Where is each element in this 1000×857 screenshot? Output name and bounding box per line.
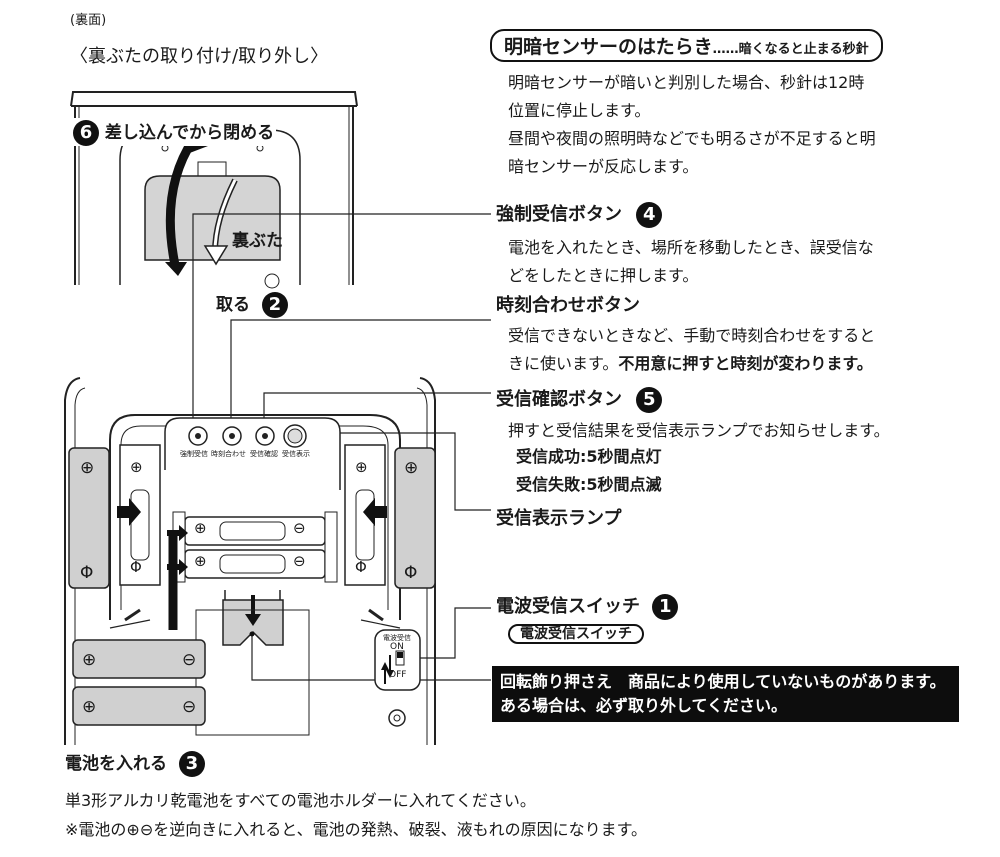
step2-number: 2 xyxy=(261,292,288,318)
step3-number: 3 xyxy=(178,751,205,777)
holder-plus-left: ⊕ xyxy=(130,458,143,476)
radio-switch-tag: 電波受信 xyxy=(383,634,411,642)
radio-switch-pill-label: 電波受信スイッチ xyxy=(508,624,644,644)
notice-line: ある場合は、必ず取り外してください。 xyxy=(500,696,788,715)
panel-button-label-force: 強制受信 xyxy=(180,450,208,458)
sensor-subtitle: ……暗くなると止まる秒針 xyxy=(712,42,869,57)
force-receive-heading: 強制受信ボタン 4 xyxy=(496,200,663,228)
notice-bar: 回転飾り押さえ 商品により使用していないものがあります。 ある場合は、必ず取り外… xyxy=(492,666,959,722)
step1-number: 1 xyxy=(652,594,679,620)
inserted-plus-2: ⊕ xyxy=(194,552,207,570)
inserted-minus-1: ⊖ xyxy=(293,519,306,537)
cover-label: 裏ぶた xyxy=(232,231,283,251)
battery-plus-right: ⊕ xyxy=(404,458,419,478)
battery-minus-right: Φ xyxy=(404,563,418,583)
panel-button-label-time: 時刻合わせ xyxy=(211,450,246,458)
remove-instruction: 取る 2 xyxy=(216,290,288,318)
battery-warning: ※電池の⊕⊖を逆向きに入れると、電池の発熱、破裂、液もれの原因になります。 xyxy=(65,820,647,839)
panel-button-label-lamp: 受信表示 xyxy=(282,450,310,458)
cover-heading: 〈裏ぶたの取り付け/取り外し〉 xyxy=(70,46,329,67)
panel-button-label-check: 受信確認 xyxy=(250,450,278,458)
clock-back-diagram xyxy=(64,213,491,745)
notice-line: 回転飾り押さえ 商品により使用していないものがあります。 xyxy=(500,672,946,691)
time-set-warning: 不用意に押すと時刻が変わります。 xyxy=(618,354,873,373)
battery-description: 単3形アルカリ乾電池をすべての電池ホルダーに入れてください。 xyxy=(65,791,536,810)
radio-switch-heading: 電波受信スイッチ 1 xyxy=(496,592,679,620)
battery-plus-left: ⊕ xyxy=(80,458,95,478)
sensor-desc-line: 明暗センサーが暗いと判別した場合、秒針は12時 xyxy=(508,73,865,92)
receive-failure-text: 受信失敗:5秒間点滅 xyxy=(516,475,662,494)
radio-switch-on: ON xyxy=(390,642,404,652)
battery-minus-left: Φ xyxy=(80,563,94,583)
time-set-desc-normal: きに使います。 xyxy=(508,354,619,373)
time-set-description: 受信できないときなど、手動で時刻合わせをすると きに使います。不用意に押すと時刻… xyxy=(508,322,875,378)
battery-title: 電池を入れる xyxy=(65,754,167,774)
sensor-description: 明暗センサーが暗いと判別した場合、秒針は12時 位置に停止します。 昼間や夜間の… xyxy=(508,69,876,181)
radio-switch-pill: 電波受信スイッチ xyxy=(508,623,644,644)
step4-number: 4 xyxy=(636,202,663,228)
receive-success-text: 受信成功:5秒間点灯 xyxy=(516,447,662,466)
cover-illustration xyxy=(70,91,358,289)
inserted-minus-2: ⊖ xyxy=(293,552,306,570)
sensor-desc-line: 昼間や夜間の照明時などでも明るさが不足すると明 xyxy=(508,129,876,148)
loose-battery-minus-2: ⊖ xyxy=(182,697,197,717)
time-set-title: 時刻合わせボタン xyxy=(496,295,640,316)
sensor-desc-line: 暗センサーが反応します。 xyxy=(508,157,699,176)
force-receive-desc-line: どをしたときに押します。 xyxy=(508,266,699,285)
loose-battery-minus-1: ⊖ xyxy=(182,650,197,670)
holder-minus-right: Φ xyxy=(355,558,367,576)
force-receive-title: 強制受信ボタン xyxy=(496,204,622,225)
holder-plus-right: ⊕ xyxy=(355,458,368,476)
back-side-label: (裏面) xyxy=(70,13,107,28)
sensor-title-pill: 明暗センサーのはたらき……暗くなると止まる秒針 xyxy=(490,29,883,62)
receive-check-description: 押すと受信結果を受信表示ランプでお知らせします。 xyxy=(508,421,890,440)
step6-instruction: 6 差し込んでから閉める xyxy=(73,118,277,146)
holder-minus-left: Φ xyxy=(130,558,142,576)
force-receive-desc-line: 電池を入れたとき、場所を移動したとき、誤受信な xyxy=(508,238,874,257)
receive-check-title: 受信確認ボタン xyxy=(496,389,622,410)
receive-lamp-title: 受信表示ランプ xyxy=(496,508,622,529)
remove-label: 取る xyxy=(216,295,250,315)
battery-heading: 電池を入れる 3 xyxy=(65,749,205,777)
force-receive-description: 電池を入れたとき、場所を移動したとき、誤受信な どをしたときに押します。 xyxy=(508,234,874,290)
panel-buttons xyxy=(188,424,307,448)
loose-battery-plus-2: ⊕ xyxy=(82,697,97,717)
receive-results: 受信成功:5秒間点灯 受信失敗:5秒間点滅 xyxy=(516,443,662,499)
radio-switch-off: OFF xyxy=(389,670,407,680)
step6-text: 差し込んでから閉める xyxy=(104,123,275,143)
step6-number: 6 xyxy=(73,120,99,146)
step5-number: 5 xyxy=(636,387,663,413)
sensor-title: 明暗センサーのはたらき xyxy=(504,36,713,58)
inserted-plus-1: ⊕ xyxy=(194,519,207,537)
sensor-desc-line: 位置に停止します。 xyxy=(508,101,651,120)
receive-check-heading: 受信確認ボタン 5 xyxy=(496,385,663,413)
radio-switch-title: 電波受信スイッチ xyxy=(496,596,640,617)
time-set-desc-line: 受信できないときなど、手動で時刻合わせをすると xyxy=(508,326,876,345)
loose-battery-plus-1: ⊕ xyxy=(82,650,97,670)
